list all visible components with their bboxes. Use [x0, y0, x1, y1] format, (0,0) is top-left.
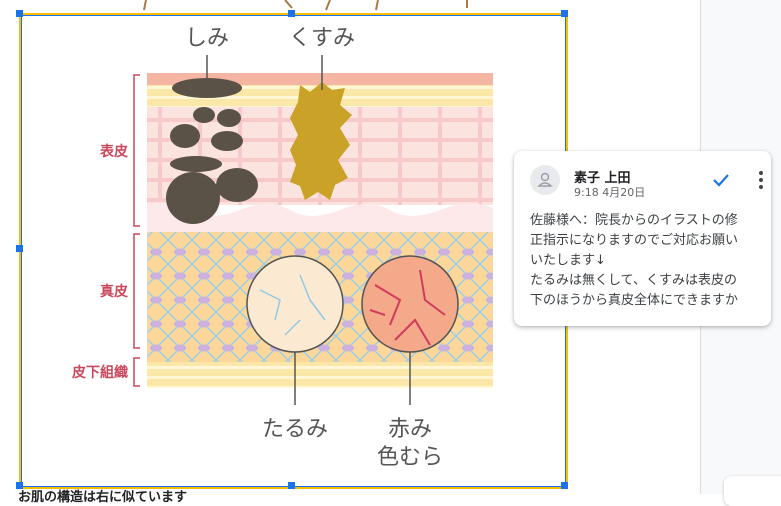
more-options-icon[interactable]	[754, 169, 768, 191]
label-tarumi: たるみ	[262, 417, 328, 442]
label-shimi: しみ	[185, 26, 229, 51]
comment-line: 佐藤様へ：院長からのイラストの修	[530, 213, 738, 228]
resolve-check-icon[interactable]	[710, 169, 732, 191]
kusumi-area	[290, 82, 352, 200]
label-kusumi: くすみ	[289, 26, 355, 51]
resize-handle-tr[interactable]	[561, 10, 568, 17]
comment-line: 正指示になりますのでご対応お願い	[530, 233, 739, 248]
comment-time: 9:18 4月20日	[574, 186, 646, 199]
comment-author: 素子 上田	[574, 171, 631, 186]
previous-image-fragment	[143, 0, 468, 11]
document-text[interactable]: お肌の構造は右に似ています	[18, 490, 188, 505]
resize-handle-bl[interactable]	[16, 482, 23, 489]
resize-handle-tm[interactable]	[288, 10, 295, 17]
avatar	[530, 165, 560, 195]
skin-structure-illustration[interactable]: しみ くすみ たるみ 赤み 色むら 表皮 真皮 皮下組織	[22, 16, 562, 483]
comment-line: いたします↓	[530, 253, 606, 268]
floating-panel-edge	[724, 476, 781, 506]
comment-card[interactable]: 素子 上田 9:18 4月20日 佐藤様へ：院長からのイラストの修 正指示になり…	[514, 151, 771, 326]
comment-body: 佐藤様へ：院長からのイラストの修 正指示になりますのでご対応お願い いたします↓…	[530, 211, 762, 311]
label-akami: 赤み	[388, 417, 432, 442]
comment-line: たるみは無くして、くすみは表皮の	[530, 273, 737, 288]
label-dermis: 真皮	[100, 283, 128, 300]
image-selection-border	[19, 13, 568, 489]
resize-handle-ml[interactable]	[16, 245, 23, 252]
resize-handle-br[interactable]	[561, 482, 568, 489]
comment-line: 下のほうから真皮全体にできますか	[530, 293, 739, 308]
label-subcutis: 皮下組織	[71, 364, 128, 381]
shimi-spots	[166, 78, 258, 224]
resize-handle-bm[interactable]	[288, 482, 295, 489]
resize-handle-tl[interactable]	[16, 10, 23, 17]
person-icon	[537, 172, 553, 187]
label-epidermis: 表皮	[99, 143, 128, 160]
label-iromura: 色むら	[377, 445, 443, 470]
